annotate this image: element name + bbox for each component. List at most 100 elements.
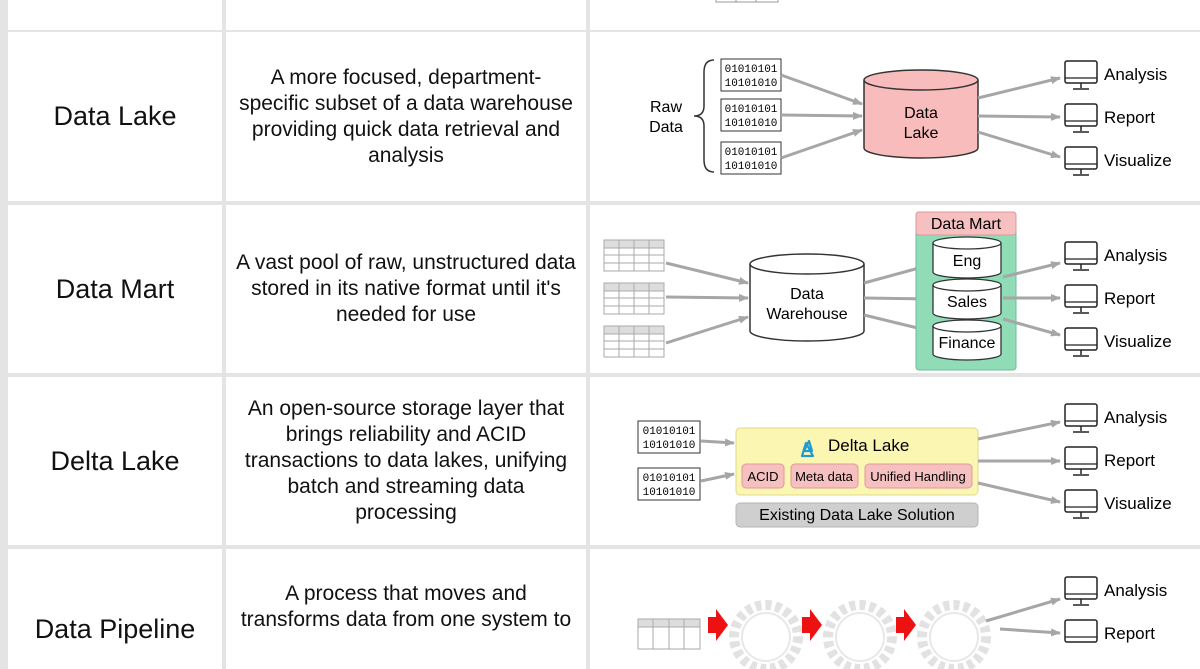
gear-icon bbox=[729, 600, 803, 669]
row4-diagram: Analysis Report bbox=[637, 576, 1167, 669]
dept-sales-cylinder-icon: Sales bbox=[932, 278, 1002, 320]
row0-desc-cell bbox=[226, 0, 586, 30]
binary-block-2: 01010101 10101010 bbox=[720, 98, 782, 132]
row1-diagram: Raw Data 01010101 10101010 01010101 1010… bbox=[649, 58, 1172, 176]
monitor-icon bbox=[1064, 146, 1098, 176]
feature-pill-label: Unified Handling bbox=[870, 469, 965, 484]
existing-data-lake-bar: Existing Data Lake Solution bbox=[735, 502, 979, 528]
row2-desc-cell: A vast pool of raw, unstructured data st… bbox=[226, 205, 586, 373]
data-mart-title: Data Mart bbox=[931, 216, 1002, 233]
existing-data-lake-label: Existing Data Lake Solution bbox=[759, 507, 955, 524]
svg-text:10101010: 10101010 bbox=[643, 487, 696, 499]
row1-outputs: Analysis Report Visualize bbox=[1064, 60, 1172, 176]
svg-text:Lake: Lake bbox=[904, 125, 939, 142]
row3-description: An open-source storage layer that brings… bbox=[244, 397, 568, 524]
binary-block-1: 01010101 10101010 bbox=[637, 420, 701, 454]
output-label-report: Report bbox=[1104, 624, 1155, 643]
row3-desc-cell: An open-source storage layer that brings… bbox=[226, 377, 586, 545]
row3-diagram-cell: 01010101 10101010 01010101 10101010 Delt… bbox=[590, 377, 1200, 545]
binary-block-2: 01010101 10101010 bbox=[637, 467, 701, 501]
delta-logo-icon bbox=[800, 439, 815, 458]
svg-text:Data: Data bbox=[790, 286, 824, 303]
row4-term: Data Pipeline bbox=[34, 614, 196, 644]
svg-text:01010101: 01010101 bbox=[725, 147, 778, 159]
output-label-report: Report bbox=[1104, 451, 1155, 470]
row2-diagram: Data Warehouse Data Mart Eng Sales Finan… bbox=[603, 211, 1172, 371]
monitor-icon bbox=[1064, 446, 1098, 476]
pipeline-arrow-icon bbox=[708, 609, 728, 641]
svg-text:10101010: 10101010 bbox=[725, 78, 778, 90]
table-icon bbox=[603, 325, 665, 358]
output-label-report: Report bbox=[1104, 289, 1155, 308]
pipeline-arrow-icon bbox=[802, 609, 822, 641]
raw-data-brace bbox=[693, 59, 715, 173]
row0-diagram-fragment bbox=[715, 0, 779, 3]
row4-name-cell: Data Pipeline bbox=[8, 549, 222, 669]
feature-pill-label: ACID bbox=[747, 469, 778, 484]
svg-text:01010101: 01010101 bbox=[725, 104, 778, 116]
output-label-visualize: Visualize bbox=[1104, 151, 1172, 170]
delta-lake-box: Delta Lake ACID Meta data Unified Handli… bbox=[735, 427, 979, 496]
monitor-icon bbox=[1064, 576, 1098, 606]
row2-name-cell: Data Mart bbox=[8, 205, 222, 373]
delta-lake-title: Delta Lake bbox=[828, 436, 909, 455]
binary-block-1: 01010101 10101010 bbox=[720, 58, 782, 92]
table-icon bbox=[603, 282, 665, 315]
dept-label: Sales bbox=[947, 294, 987, 311]
row2-description: A vast pool of raw, unstructured data st… bbox=[236, 251, 576, 326]
row1-term: Data Lake bbox=[53, 101, 177, 131]
row4-diagram-cell: Analysis Report bbox=[590, 549, 1200, 669]
svg-text:10101010: 10101010 bbox=[725, 161, 778, 173]
row0-name-cell bbox=[8, 0, 222, 30]
data-warehouse-cylinder-icon: Data Warehouse bbox=[749, 253, 865, 342]
monitor-icon bbox=[1064, 489, 1098, 519]
row1-diagram-cell: Raw Data 01010101 10101010 01010101 1010… bbox=[590, 32, 1200, 201]
monitor-icon bbox=[1064, 403, 1098, 433]
row1-desc-cell: A more focused, department-specific subs… bbox=[226, 32, 586, 201]
row2-term: Data Mart bbox=[55, 273, 175, 304]
feature-pill-label: Meta data bbox=[795, 469, 854, 484]
monitor-icon bbox=[1064, 60, 1098, 90]
svg-text:10101010: 10101010 bbox=[725, 118, 778, 130]
row4-desc-cell: A process that moves and transforms data… bbox=[226, 549, 586, 669]
monitor-icon bbox=[1064, 241, 1098, 271]
output-label-analysis: Analysis bbox=[1104, 581, 1167, 600]
monitor-icon bbox=[1064, 619, 1098, 643]
data-lake-cylinder-icon: Data Lake bbox=[863, 69, 979, 159]
svg-text:01010101: 01010101 bbox=[725, 64, 778, 76]
monitor-icon bbox=[1064, 103, 1098, 133]
row3-diagram: 01010101 10101010 01010101 10101010 Delt… bbox=[637, 403, 1172, 528]
row2-diagram-cell: Data Warehouse Data Mart Eng Sales Finan… bbox=[590, 205, 1200, 373]
svg-text:Warehouse: Warehouse bbox=[766, 306, 847, 323]
binary-block-3: 01010101 10101010 bbox=[720, 141, 782, 175]
gear-icon bbox=[823, 600, 897, 669]
svg-text:01010101: 01010101 bbox=[643, 473, 696, 485]
row3-name-cell: Delta Lake bbox=[8, 377, 222, 545]
svg-text:Data: Data bbox=[904, 105, 938, 122]
dept-finance-cylinder-icon: Finance bbox=[932, 319, 1002, 361]
raw-data-label-line2: Data bbox=[649, 119, 683, 136]
raw-data-label-line1: Raw bbox=[650, 99, 682, 116]
row1-description: A more focused, department-specific subs… bbox=[239, 65, 573, 167]
svg-text:01010101: 01010101 bbox=[643, 426, 696, 438]
pipeline-arrow-icon bbox=[896, 609, 916, 641]
row4-description: A process that moves and transforms data… bbox=[240, 582, 572, 631]
output-label-report: Report bbox=[1104, 108, 1155, 127]
monitor-icon bbox=[1064, 284, 1098, 314]
output-label-analysis: Analysis bbox=[1104, 408, 1167, 427]
output-label-analysis: Analysis bbox=[1104, 246, 1167, 265]
svg-text:10101010: 10101010 bbox=[643, 440, 696, 452]
table-icon bbox=[637, 618, 701, 650]
row0-diagram-cell bbox=[590, 0, 1200, 30]
output-label-visualize: Visualize bbox=[1104, 494, 1172, 513]
dept-eng-cylinder-icon: Eng bbox=[932, 236, 1002, 279]
row3-term: Delta Lake bbox=[50, 445, 180, 476]
dept-label: Finance bbox=[939, 335, 996, 352]
monitor-icon bbox=[1064, 327, 1098, 357]
table-icon bbox=[603, 239, 665, 272]
row1-name-cell: Data Lake bbox=[8, 32, 222, 201]
output-label-analysis: Analysis bbox=[1104, 65, 1167, 84]
dept-label: Eng bbox=[953, 253, 981, 270]
output-label-visualize: Visualize bbox=[1104, 332, 1172, 351]
gear-icon bbox=[917, 600, 991, 669]
